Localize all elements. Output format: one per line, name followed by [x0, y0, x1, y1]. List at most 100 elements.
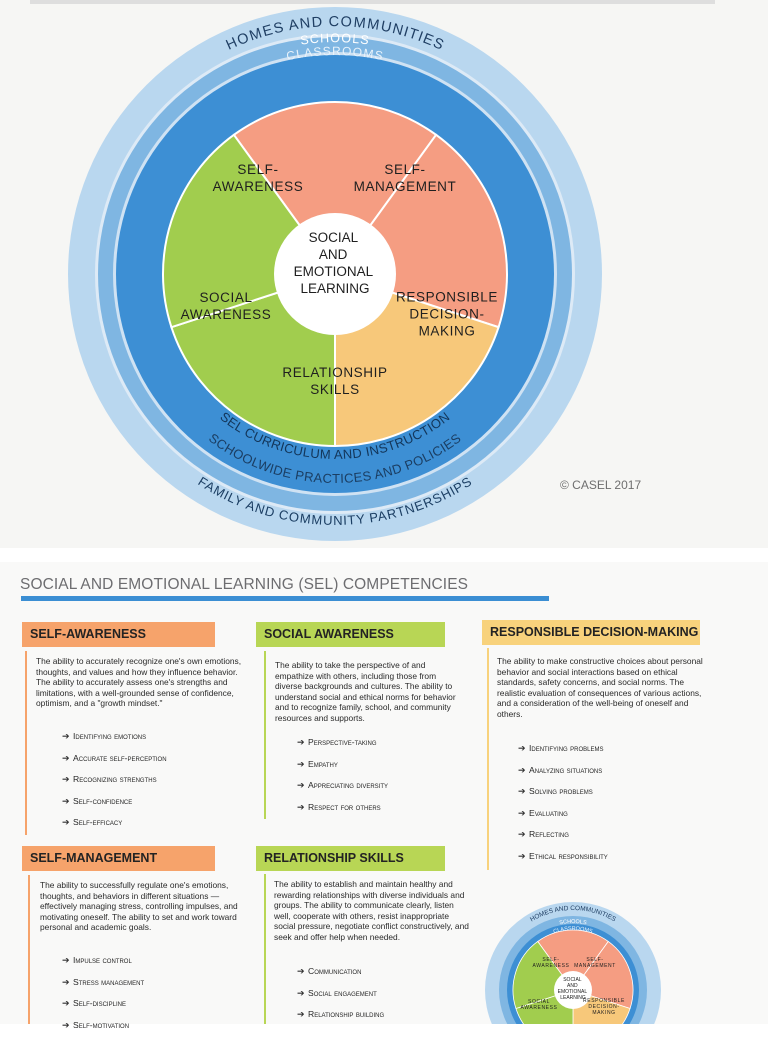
bullet-text: Evaluating — [529, 808, 568, 818]
bullet-arrow-icon: ➔ — [518, 829, 529, 840]
card-description-social-awareness: The ability to take the perspective of a… — [275, 660, 463, 724]
card-description-self-awareness: The ability to accurately recognize one'… — [36, 656, 244, 709]
center-line: SOCIAL — [309, 230, 359, 245]
bullet-arrow-icon: ➔ — [62, 1020, 73, 1031]
competency-bullet: ➔Identifying problems — [518, 743, 608, 765]
card-bullets-relationship-skills: ➔Communication➔Social engagement➔Relatio… — [297, 966, 384, 1031]
bullet-arrow-icon: ➔ — [297, 966, 308, 977]
bullet-text: Self-confidence — [73, 796, 132, 806]
segment-label-line: SELF- — [237, 162, 278, 177]
card-title-self-management: SELF-MANAGEMENT — [22, 846, 215, 871]
competency-bullet: ➔Perspective-taking — [297, 737, 388, 759]
bullet-text: Respect for others — [308, 802, 381, 812]
mini-center-line: LEARNING — [560, 995, 586, 1001]
segment-label-line: RELATIONSHIP — [282, 365, 387, 380]
bullet-text: Accurate self-perception — [73, 753, 167, 763]
segment-label-line: SKILLS — [310, 382, 359, 397]
bullet-arrow-icon: ➔ — [297, 988, 308, 999]
bullet-text: Analyzing situations — [529, 765, 602, 775]
bullet-arrow-icon: ➔ — [297, 759, 308, 770]
segment-label-line: MAKING — [592, 1010, 615, 1016]
card-title-social-awareness: SOCIAL AWARENESS — [256, 622, 445, 647]
competency-bullet: ➔Solving problems — [518, 786, 608, 808]
competency-bullet: ➔Respect for others — [297, 802, 388, 824]
bullet-arrow-icon: ➔ — [518, 765, 529, 776]
bullet-arrow-icon: ➔ — [62, 977, 73, 988]
competency-bullet: ➔Reflecting — [518, 829, 608, 851]
segment-label-line: AWARENESS — [213, 179, 304, 194]
competency-bullet: ➔Self-discipline — [62, 998, 144, 1020]
bullet-arrow-icon: ➔ — [297, 737, 308, 748]
bullet-text: Self-motivation — [73, 1020, 129, 1030]
segment-label-line: AWARENESS — [521, 1005, 558, 1011]
competency-bullet: ➔Stress management — [62, 977, 144, 999]
card-line-responsible-decision-making — [487, 648, 489, 870]
card-bullets-self-management: ➔Impulse control➔Stress management➔Self-… — [62, 955, 144, 1041]
sel-wheel-diagram: SELF-AWARENESSSELF-MANAGEMENTRESPONSIBLE… — [0, 0, 768, 548]
bullet-arrow-icon: ➔ — [62, 998, 73, 1009]
card-line-social-awareness — [264, 651, 266, 819]
center-line: LEARNING — [300, 281, 369, 296]
bullet-arrow-icon: ➔ — [62, 796, 73, 807]
competency-bullet: ➔Self-confidence — [62, 796, 167, 818]
bullet-text: Perspective-taking — [308, 737, 377, 747]
bullet-arrow-icon: ➔ — [518, 851, 529, 862]
heading-underline — [21, 596, 549, 601]
card-description-self-management: The ability to successfully regulate one… — [40, 880, 240, 933]
bullet-text: Self-discipline — [73, 998, 126, 1008]
mini-sel-wheel: SELF-AWARENESSSELF-MANAGEMENTRESPONSIBLE… — [476, 880, 670, 1024]
competency-bullet: ➔Communication — [297, 966, 384, 988]
competency-bullet: ➔Accurate self-perception — [62, 753, 167, 775]
bullet-text: Identifying emotions — [73, 731, 146, 741]
page-heading: SOCIAL AND EMOTIONAL LEARNING (SEL) COMP… — [20, 576, 468, 594]
competency-bullet: ➔Analyzing situations — [518, 765, 608, 787]
card-bullets-self-awareness: ➔Identifying emotions➔Accurate self-perc… — [62, 731, 167, 839]
bullet-text: Identifying problems — [529, 743, 603, 753]
card-line-self-management — [28, 875, 30, 1024]
segment-label-line: DECISION- — [409, 307, 484, 322]
bullet-arrow-icon: ➔ — [297, 780, 308, 791]
card-line-self-awareness — [25, 651, 27, 835]
segment-label-line: MAKING — [419, 324, 476, 339]
competency-bullet: ➔Empathy — [297, 759, 388, 781]
bullet-arrow-icon: ➔ — [518, 786, 529, 797]
bullet-arrow-icon: ➔ — [297, 1009, 308, 1020]
competency-bullet: ➔Identifying emotions — [62, 731, 167, 753]
bullet-arrow-icon: ➔ — [62, 774, 73, 785]
card-bullets-social-awareness: ➔Perspective-taking➔Empathy➔Appreciating… — [297, 737, 388, 823]
segment-label-line: SELF- — [384, 162, 425, 177]
competency-bullet: ➔Relationship building — [297, 1009, 384, 1031]
competency-bullet: ➔Appreciating diversity — [297, 780, 388, 802]
competency-bullet: ➔Evaluating — [518, 808, 608, 830]
center-line: EMOTIONAL — [294, 264, 374, 279]
segment-label-line: SOCIAL — [199, 290, 252, 305]
segment-label-line: AWARENESS — [181, 307, 272, 322]
segment-label-line: MANAGEMENT — [354, 179, 457, 194]
bullet-arrow-icon: ➔ — [518, 808, 529, 819]
competency-bullet: ➔Social engagement — [297, 988, 384, 1010]
card-description-responsible-decision-making: The ability to make constructive choices… — [497, 656, 703, 720]
segment-label-line: MANAGEMENT — [574, 963, 616, 969]
segment-label-line: AWARENESS — [533, 963, 570, 969]
bullet-arrow-icon: ➔ — [62, 753, 73, 764]
bullet-text: Communication — [308, 966, 361, 976]
bullet-text: Appreciating diversity — [308, 780, 388, 790]
bullet-text: Ethical responsibility — [529, 851, 608, 861]
card-title-responsible-decision-making: RESPONSIBLE DECISION-MAKING — [482, 620, 700, 645]
bullet-arrow-icon: ➔ — [62, 731, 73, 742]
bullet-text: Impulse control — [73, 955, 132, 965]
card-title-relationship-skills: RELATIONSHIP SKILLS — [256, 846, 445, 871]
bullet-text: Stress management — [73, 977, 144, 987]
competency-bullet: ➔Self-efficacy — [62, 817, 167, 839]
card-line-relationship-skills — [264, 874, 266, 1024]
bullet-arrow-icon: ➔ — [62, 817, 73, 828]
bullet-arrow-icon: ➔ — [62, 955, 73, 966]
bullet-text: Solving problems — [529, 786, 593, 796]
bullet-text: Relationship building — [308, 1009, 384, 1019]
competency-bullet: ➔Impulse control — [62, 955, 144, 977]
center-line: AND — [319, 247, 348, 262]
bullet-text: Reflecting — [529, 829, 569, 839]
copyright-notice: © CASEL 2017 — [560, 478, 641, 492]
competency-bullet: ➔Ethical responsibility — [518, 851, 608, 873]
card-bullets-responsible-decision-making: ➔Identifying problems➔Analyzing situatio… — [518, 743, 608, 872]
